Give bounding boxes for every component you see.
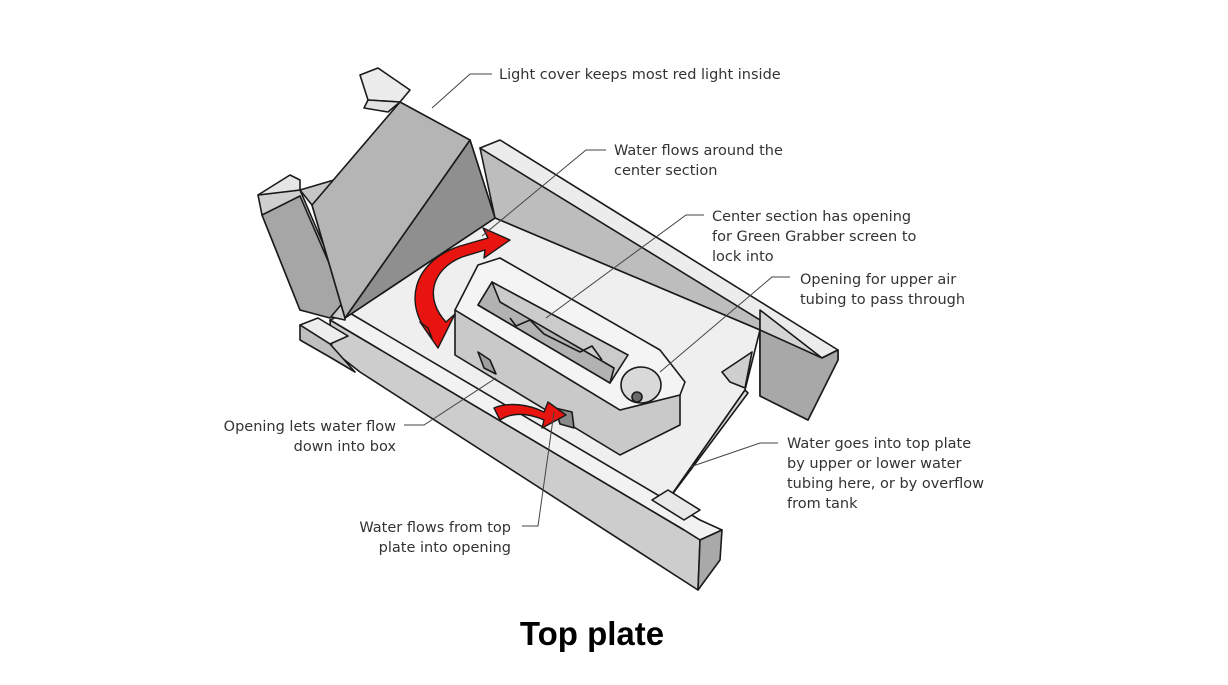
callout-center-section-line-1: Center section has opening [712, 209, 911, 225]
leader-air-opening [659, 276, 790, 373]
back-wall-end-face [759, 329, 839, 421]
callout-air-opening-line-2: tubing to pass through [800, 292, 965, 308]
callout-water-goes-line-3: tubing here, or by overflow [787, 476, 984, 492]
air-tubing-hole [631, 391, 643, 403]
light-cover-left-lip [257, 174, 301, 196]
top-plate-model [257, 67, 839, 591]
flow-arrow-curved [414, 227, 511, 349]
leader-water-goes [689, 442, 778, 468]
leader-light-cover [431, 73, 492, 109]
leader-water-from-top [522, 411, 555, 527]
lower-plate-edge [667, 389, 749, 501]
left-tab-face [299, 324, 356, 373]
callout-center-section-line-3: lock into [712, 249, 774, 265]
callout-water-goes-line-2: by upper or lower water [787, 456, 962, 472]
light-cover-top-step [363, 99, 401, 113]
light-cover-left-dark [261, 195, 346, 319]
callout-water-from-top-line-1: Water flows from top [359, 520, 511, 536]
callout-light-cover-line-1: Light cover keeps most red light inside [499, 67, 781, 83]
callout-center-section-line-2: for Green Grabber screen to [712, 229, 917, 245]
air-tubing-opening [620, 366, 662, 404]
callout-water-from-top-line-2: plate into opening [379, 540, 511, 556]
leader-water-around [481, 149, 606, 237]
callout-opening-down-line-2: down into box [294, 439, 397, 455]
leader-lines [404, 73, 790, 527]
light-cover-top-lip [359, 67, 411, 103]
callout-water-goes-line-1: Water goes into top plate [787, 436, 971, 452]
center-section-slot-teeth [509, 317, 603, 361]
front-end-tab [651, 489, 701, 521]
leader-opening-down [404, 377, 497, 426]
flow-arrow-short [493, 401, 567, 429]
leader-center-section [545, 214, 704, 319]
callout-opening-down-line-1: Opening lets water flow [224, 419, 396, 435]
right-notch [721, 351, 753, 389]
callout-water-around-line-1: Water flows around the [614, 143, 783, 159]
light-cover-top-face [311, 101, 471, 319]
callout-air-opening-line-1: Opening for upper air [800, 272, 956, 288]
center-section-notch [477, 351, 497, 375]
diagram-title: Top plate [520, 615, 664, 652]
center-section-slot-floor [477, 281, 615, 384]
callout-water-goes-line-4: from tank [787, 496, 858, 512]
callout-water-around-line-2: center section [614, 163, 717, 179]
front-wall-end-face [697, 529, 723, 591]
